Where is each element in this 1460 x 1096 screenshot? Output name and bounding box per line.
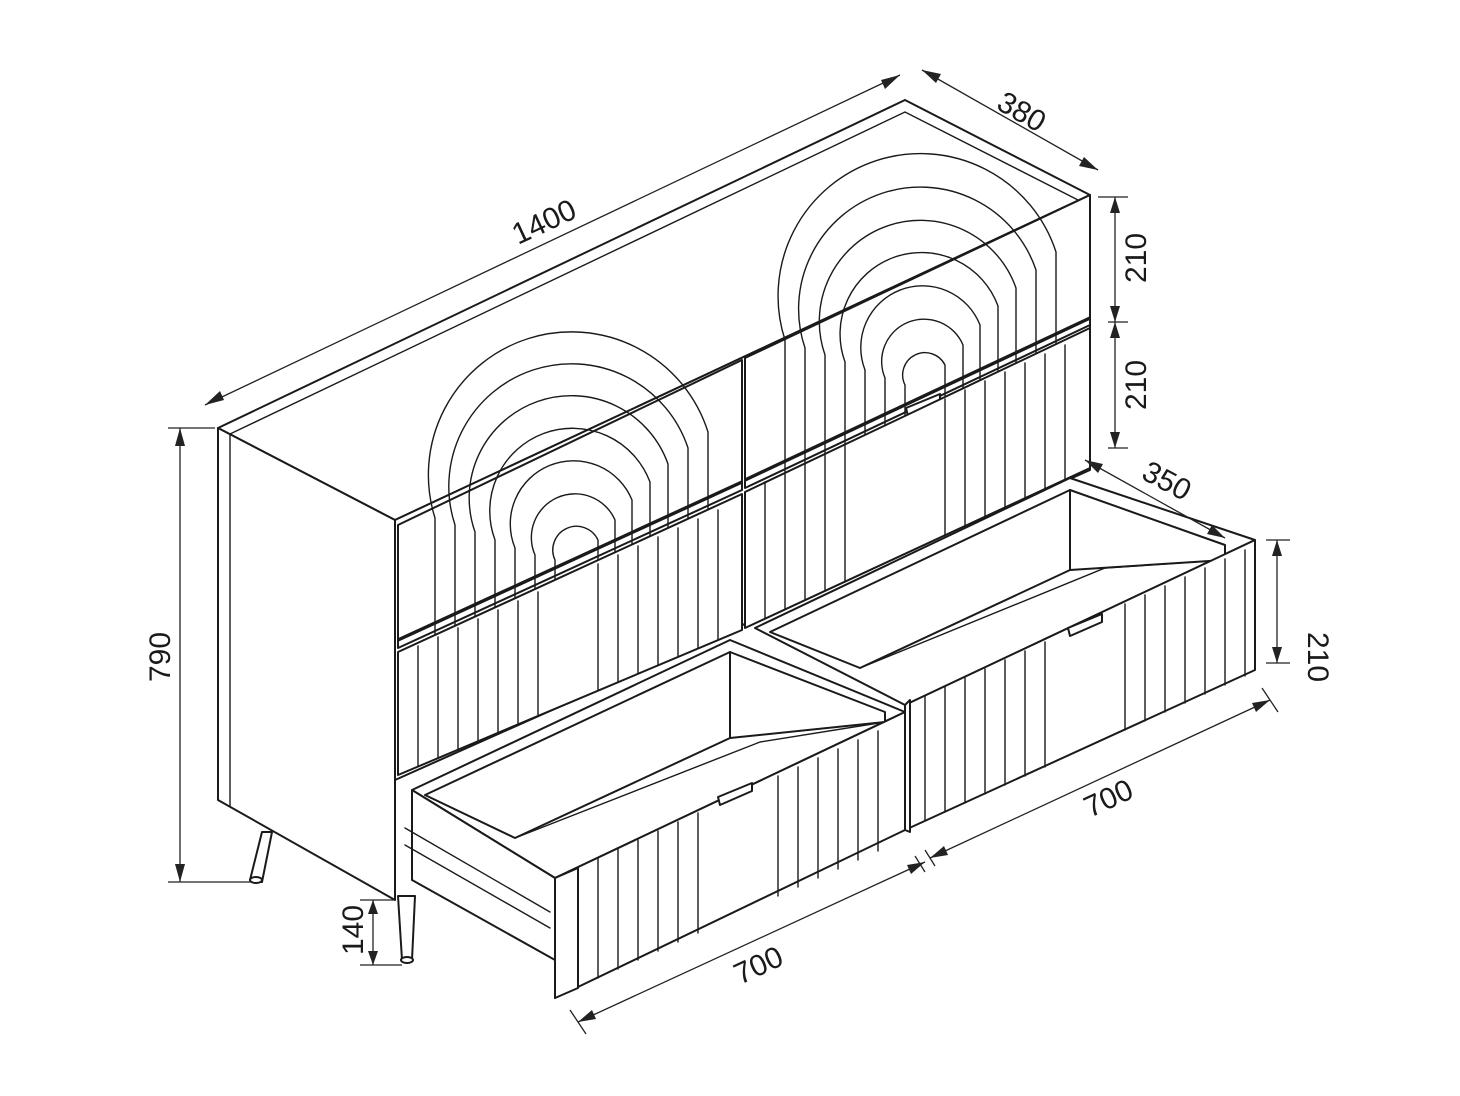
arch-pattern-left xyxy=(427,331,709,646)
open-left-drawer xyxy=(404,639,906,999)
middle-drawer-height-label: 210 xyxy=(1120,360,1153,410)
dim-middle-drawer-210: 210 xyxy=(1108,322,1153,449)
dim-height-790: 790 xyxy=(144,427,252,883)
cabinet-legs xyxy=(249,831,416,964)
height-label: 790 xyxy=(144,632,177,682)
open-drawer-height-label: 210 xyxy=(1301,632,1334,682)
leg-height-label: 140 xyxy=(337,905,370,955)
dim-open-drawer-210: 210 xyxy=(1266,539,1334,682)
drawer-depth-label: 350 xyxy=(1137,455,1197,508)
right-drawer-width-label: 700 xyxy=(1079,773,1138,824)
top-drawer-height-label: 210 xyxy=(1120,233,1153,283)
open-right-drawer xyxy=(754,477,1256,833)
arch-pattern-right xyxy=(777,152,1057,475)
middle-left-drawer-front xyxy=(397,493,743,776)
dim-leg-140: 140 xyxy=(337,899,402,966)
top-right-drawer-front xyxy=(744,152,1091,489)
middle-right-drawer-front xyxy=(744,327,1091,629)
top-left-drawer-front xyxy=(397,331,743,649)
depth-label: 380 xyxy=(992,85,1052,139)
dim-top-drawer-210: 210 xyxy=(1098,196,1153,323)
width-label: 1400 xyxy=(507,193,581,251)
